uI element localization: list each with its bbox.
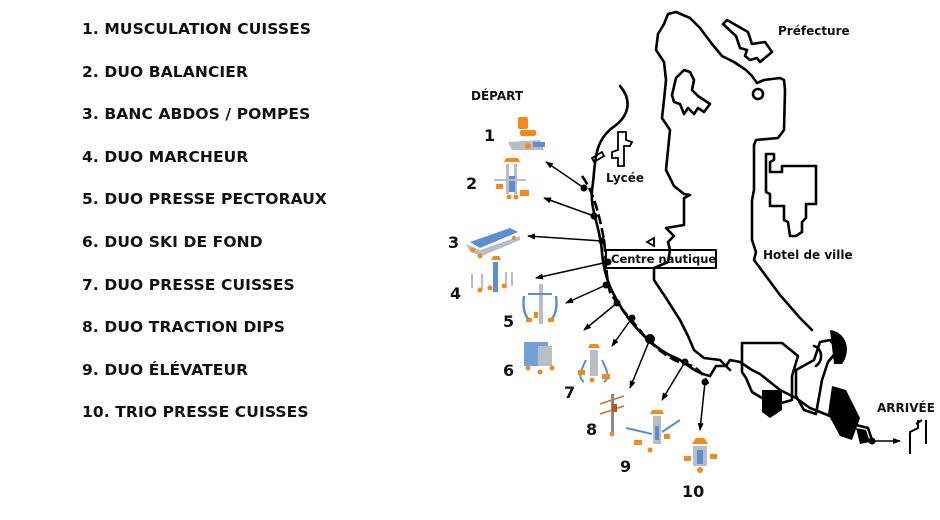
filled-block-4 bbox=[856, 428, 870, 444]
station-9-illustration bbox=[625, 410, 681, 453]
filled-block-1 bbox=[762, 390, 782, 418]
station-number-10: 10 bbox=[682, 482, 704, 501]
station-number-1: 1 bbox=[484, 126, 495, 145]
coastline bbox=[590, 10, 874, 444]
station-8-illustration bbox=[599, 394, 625, 437]
station-number-6: 6 bbox=[503, 361, 514, 380]
roundabout bbox=[751, 87, 765, 101]
pointer-mark bbox=[645, 236, 655, 248]
arrow-to-station-7 bbox=[611, 317, 633, 347]
legend-item: 1. MUSCULATION CUISSES bbox=[82, 20, 312, 38]
legend-item: 7. DUO PRESSE CUISSES bbox=[82, 275, 295, 294]
lycee-building bbox=[611, 131, 634, 167]
arrow-to-station-10 bbox=[697, 381, 706, 431]
legend-item: 10. TRIO PRESSE CUISSES bbox=[82, 403, 309, 422]
harbour-cove bbox=[670, 68, 712, 116]
shoreline-arc bbox=[590, 84, 712, 378]
quay-arc bbox=[812, 344, 823, 368]
peninsula-outline bbox=[662, 10, 814, 332]
arrow-to-station-6 bbox=[583, 302, 618, 331]
start-label: DÉPART bbox=[471, 88, 524, 103]
equipment-stations bbox=[466, 117, 717, 473]
filled-block-3 bbox=[828, 386, 860, 440]
arrow-to-station-9 bbox=[661, 361, 686, 401]
station-number-3: 3 bbox=[448, 233, 459, 252]
arrow-to-station-1 bbox=[545, 161, 585, 189]
station-5-illustration bbox=[522, 284, 558, 324]
equipment-legend: 1. MUSCULATION CUISSES 2. DUO BALANCIER … bbox=[82, 20, 327, 446]
inner-coast bbox=[652, 22, 732, 372]
legend-item: 5. DUO PRESSE PECTORAUX bbox=[82, 190, 327, 209]
finish-flag-icon bbox=[909, 419, 927, 454]
arrow-to-station-8 bbox=[629, 338, 651, 389]
legend-item: 4. DUO MARCHEUR bbox=[82, 147, 249, 166]
station-7-illustration bbox=[578, 344, 610, 383]
station-number-9: 9 bbox=[620, 457, 631, 476]
station-3-illustration bbox=[466, 228, 520, 259]
legend-item: 3. BANC ABDOS / POMPES bbox=[82, 105, 311, 124]
station-numbers: 1 2 3 4 5 6 7 8 9 10 bbox=[448, 126, 704, 501]
station-number-8: 8 bbox=[586, 420, 597, 439]
station-2-illustration bbox=[494, 158, 529, 200]
station-10-illustration bbox=[684, 438, 717, 473]
legend-item: 8. DUO TRACTION DIPS bbox=[82, 318, 286, 337]
station-1-illustration bbox=[508, 117, 545, 150]
legend-item: 2. DUO BALANCIER bbox=[82, 62, 249, 81]
finish-label: ARRIVÉE bbox=[877, 400, 935, 415]
lycee-annex bbox=[590, 150, 606, 164]
station-number-4: 4 bbox=[450, 284, 461, 303]
arrow-to-station-3 bbox=[527, 233, 603, 242]
prefecture-building bbox=[721, 18, 774, 64]
arrow-to-station-2 bbox=[543, 197, 595, 217]
fitness-route bbox=[527, 161, 901, 445]
station-number-7: 7 bbox=[564, 383, 575, 402]
prefecture-label: Préfecture bbox=[778, 24, 850, 38]
lycee-label: Lycée bbox=[606, 171, 644, 185]
station-4-illustration bbox=[471, 256, 513, 293]
arrow-to-station-5 bbox=[565, 284, 607, 304]
hotel-de-ville-building bbox=[764, 152, 818, 238]
station-number-2: 2 bbox=[466, 174, 477, 193]
legend-item: 9. DUO ÉLÉVATEUR bbox=[82, 360, 249, 379]
station-6-illustration bbox=[524, 342, 555, 375]
arrow-to-station-4 bbox=[535, 261, 609, 280]
station-number-5: 5 bbox=[503, 312, 514, 331]
legend-item: 6. DUO SKI DE FOND bbox=[82, 232, 263, 251]
hotel-de-ville-label: Hotel de ville bbox=[763, 248, 853, 262]
centre-nautique-label: Centre nautique bbox=[611, 252, 716, 266]
filled-block-2 bbox=[830, 330, 847, 364]
route-line bbox=[580, 175, 710, 385]
